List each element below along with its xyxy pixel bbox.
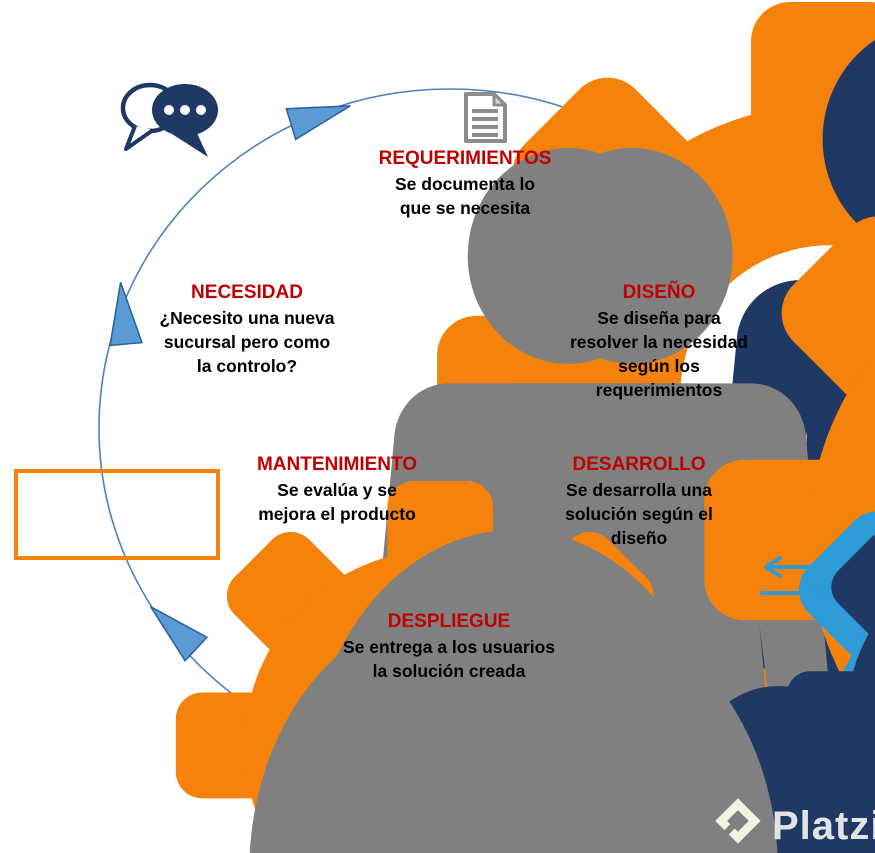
stage-desarrollo: DESARROLLO Se desarrolla una solución se… [565, 453, 713, 550]
exchange-arrows-icon [760, 556, 830, 604]
arrow-to-requerimientos [285, 105, 351, 141]
stage-description: Se diseña para resolver la necesidad seg… [569, 308, 749, 400]
stage-diseno: DISEÑO Se diseña para resolver la necesi… [570, 281, 748, 402]
people-conversation-icon [120, 82, 833, 853]
stage-despliegue: DESPLIEGUE Se entrega a los usuarios la … [343, 610, 555, 683]
platzi-watermark: Platzi [772, 804, 875, 848]
document-icon [464, 92, 507, 143]
arrow-to-mantenimiento [150, 606, 209, 662]
stage-label: REQUERIMIENTOS [378, 148, 552, 169]
frame-icon [14, 469, 220, 560]
arrow-to-necesidad [109, 281, 143, 347]
gears-people-exchange-icon [736, 449, 875, 853]
stage-mantenimiento: MANTENIMIENTO Se evalúa y se mejora el p… [257, 453, 417, 526]
stage-label: DISEÑO [622, 282, 696, 303]
stage-label: DESPLIEGUE [387, 611, 511, 632]
stage-description: Se entrega a los usuarios la solución cr… [342, 637, 556, 681]
stage-requerimientos: REQUERIMIENTOS Se documenta lo que se ne… [379, 147, 552, 220]
stage-description: Se desarrolla una solución según el dise… [565, 480, 713, 548]
speech-bubbles-icon [120, 82, 218, 157]
stage-label: DESARROLLO [572, 454, 706, 475]
stage-label: MANTENIMIENTO [256, 454, 418, 475]
stage-description: Se documenta lo que se necesita [394, 174, 536, 218]
team-gear-frame-icon [14, 469, 875, 853]
person-gear-document-icon [437, 2, 875, 853]
stage-description: ¿Necesito una nueva sucursal pero como l… [159, 308, 335, 376]
stage-label: NECESIDAD [191, 282, 303, 303]
stage-description: Se evalúa y se mejora el producto [258, 480, 416, 524]
stage-necesidad: NECESIDAD ¿Necesito una nueva sucursal p… [159, 281, 334, 378]
